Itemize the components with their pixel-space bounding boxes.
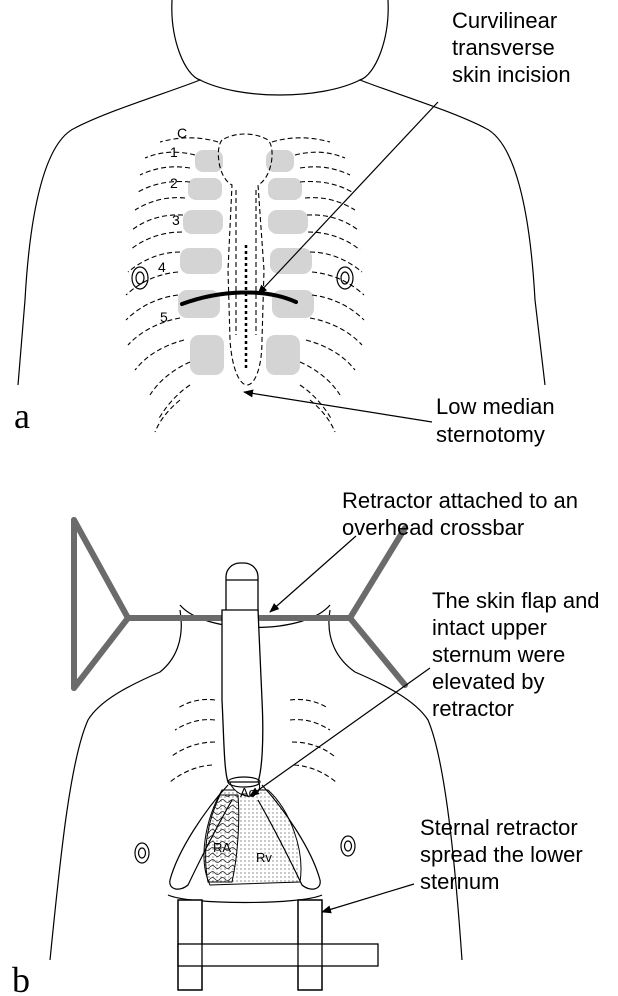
- label-sternal-retractor: Sternal retractor spread the lower stern…: [420, 815, 589, 894]
- neck-curve: [200, 80, 360, 95]
- panel-a: C 1 2 3 4 5 Curvilinear transverse skin …: [14, 0, 571, 447]
- organ-label-ra: RA: [213, 840, 231, 855]
- rib-label-5: 5: [160, 309, 168, 325]
- sternal-leader: [322, 884, 414, 912]
- panel-b: Ao RA Rv Retractor attached to an: [12, 488, 606, 996]
- label-flap: The skin flap and intact upper sternum w…: [432, 588, 606, 721]
- upper-retractor: [222, 563, 263, 787]
- nipple-left-b: [135, 843, 149, 863]
- flap-leader: [250, 668, 430, 796]
- sternal-retractor: [168, 895, 378, 990]
- label-sternotomy: Low median sternotomy: [436, 394, 561, 447]
- rib-label-1: 1: [170, 144, 178, 160]
- retractor-leader: [270, 536, 356, 612]
- label-incision: Curvilinear transverse skin incision: [452, 8, 571, 87]
- rib-label-c: C: [177, 125, 187, 141]
- rib-label-3: 3: [172, 212, 180, 228]
- panel-letter-b: b: [12, 960, 30, 996]
- nipple-right: [337, 267, 353, 289]
- sternotomy-leader: [244, 392, 432, 422]
- label-retractor: Retractor attached to an overhead crossb…: [342, 488, 584, 540]
- nipple-right-b: [341, 836, 355, 856]
- nipple-left: [132, 267, 148, 289]
- panel-letter-a: a: [14, 396, 30, 436]
- organ-label-rv: Rv: [256, 850, 272, 865]
- rib-label-2: 2: [170, 175, 178, 191]
- rib-label-4: 4: [158, 259, 166, 275]
